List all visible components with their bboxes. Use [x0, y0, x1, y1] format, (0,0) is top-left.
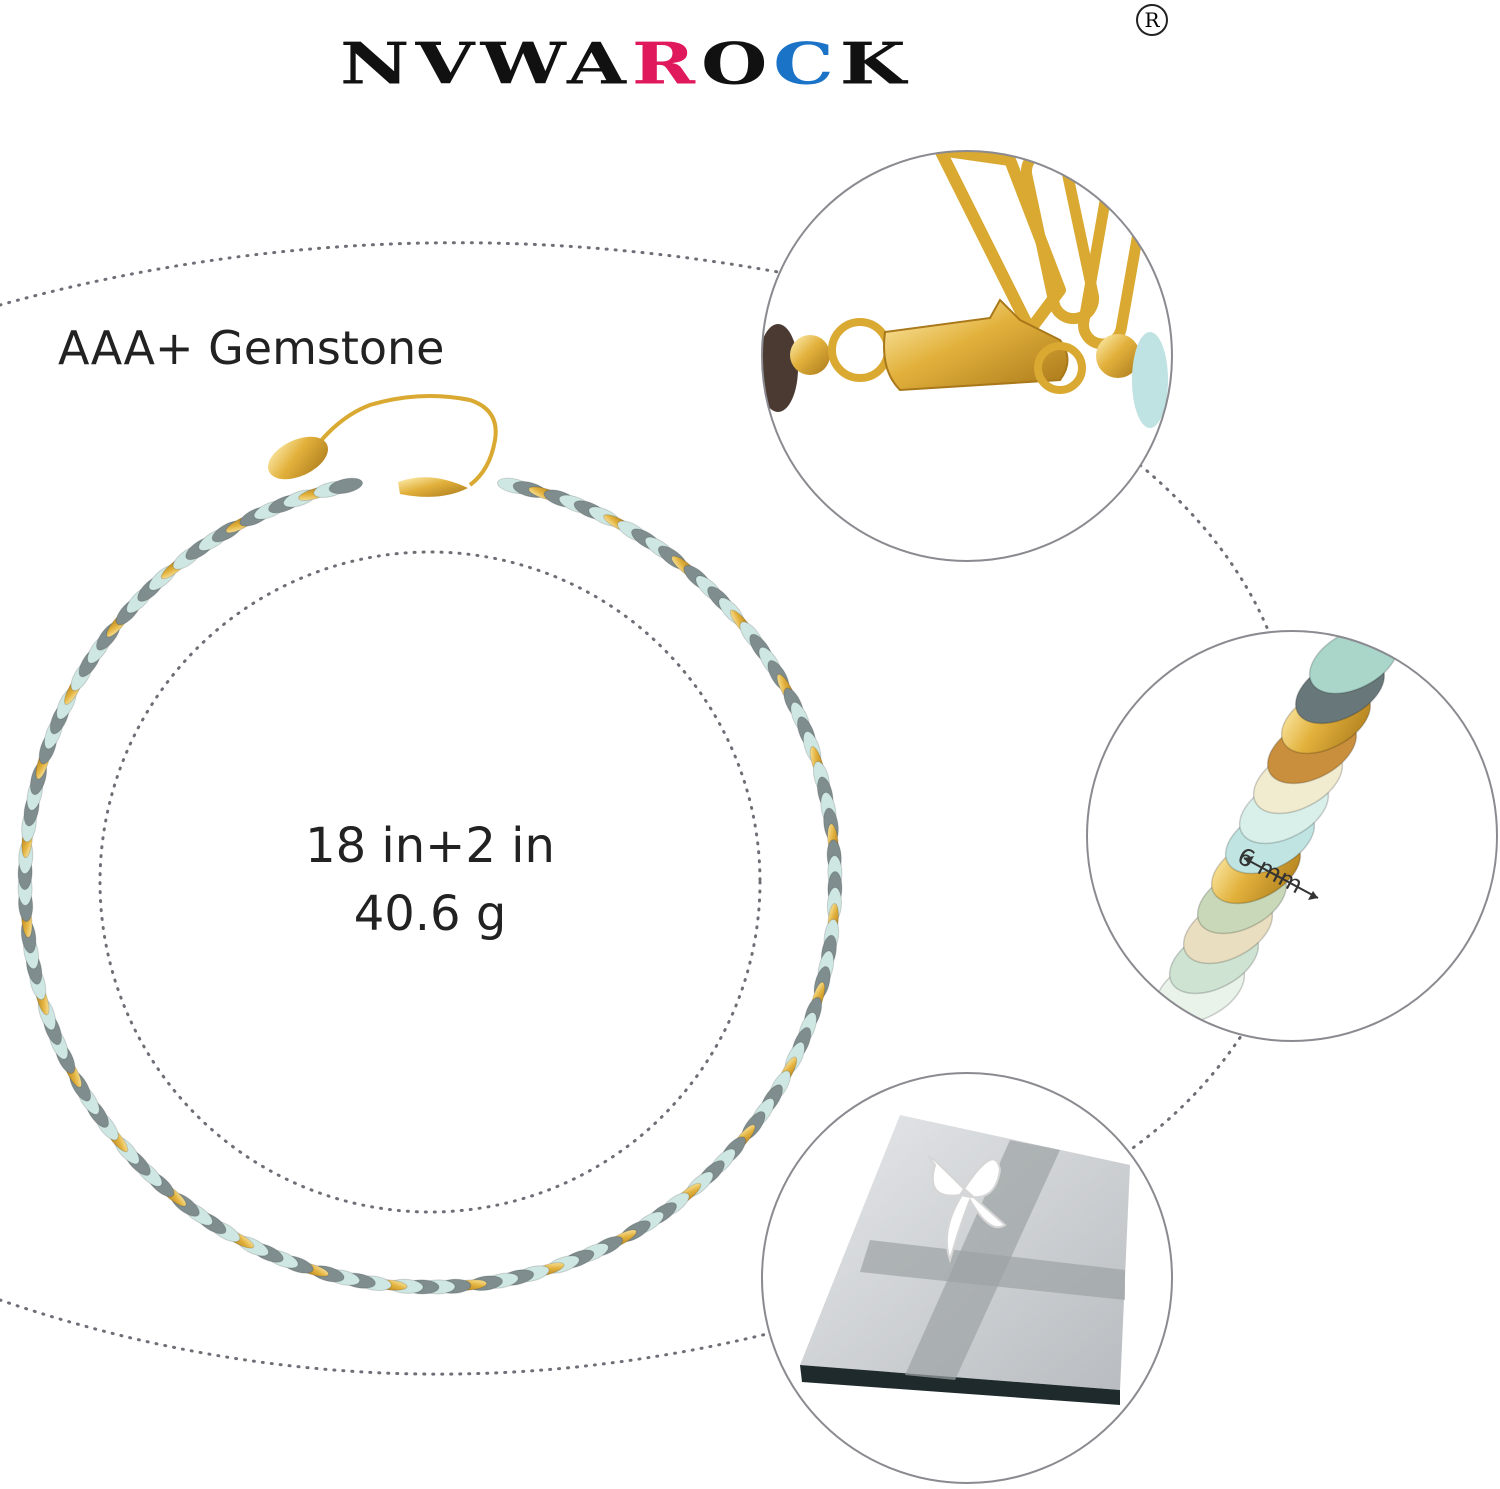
logo-letter: K: [839, 30, 912, 97]
length-text: 18 in+2 in: [305, 818, 555, 874]
detail-clasp-circle: [761, 150, 1173, 562]
logo-letter: V: [415, 30, 481, 97]
necklace-specs: 18 in+2 in 40.6 g: [240, 812, 620, 948]
logo-letter: A: [566, 30, 632, 97]
logo-letter: N: [340, 30, 416, 97]
logo-wordmark: NVWAROCK: [340, 30, 912, 98]
logo-letter: W: [480, 30, 567, 97]
logo-letter: C: [773, 30, 840, 97]
logo-letter: R: [631, 30, 702, 97]
registered-mark: R: [1136, 4, 1168, 36]
detail-beads-circle: [1086, 630, 1498, 1042]
necklace-clasp: [268, 394, 498, 497]
brand-logo: NVWAROCK R: [330, 0, 1190, 120]
detail-giftbox-circle: [761, 1072, 1173, 1484]
gemstone-label: AAA+ Gemstone: [58, 321, 445, 375]
logo-letter: O: [701, 30, 774, 97]
gemstone-bead: [328, 477, 363, 495]
weight-text: 40.6 g: [353, 886, 507, 942]
necklace-image: [17, 477, 843, 1295]
dotted-guide-lines: [0, 241, 1270, 1376]
